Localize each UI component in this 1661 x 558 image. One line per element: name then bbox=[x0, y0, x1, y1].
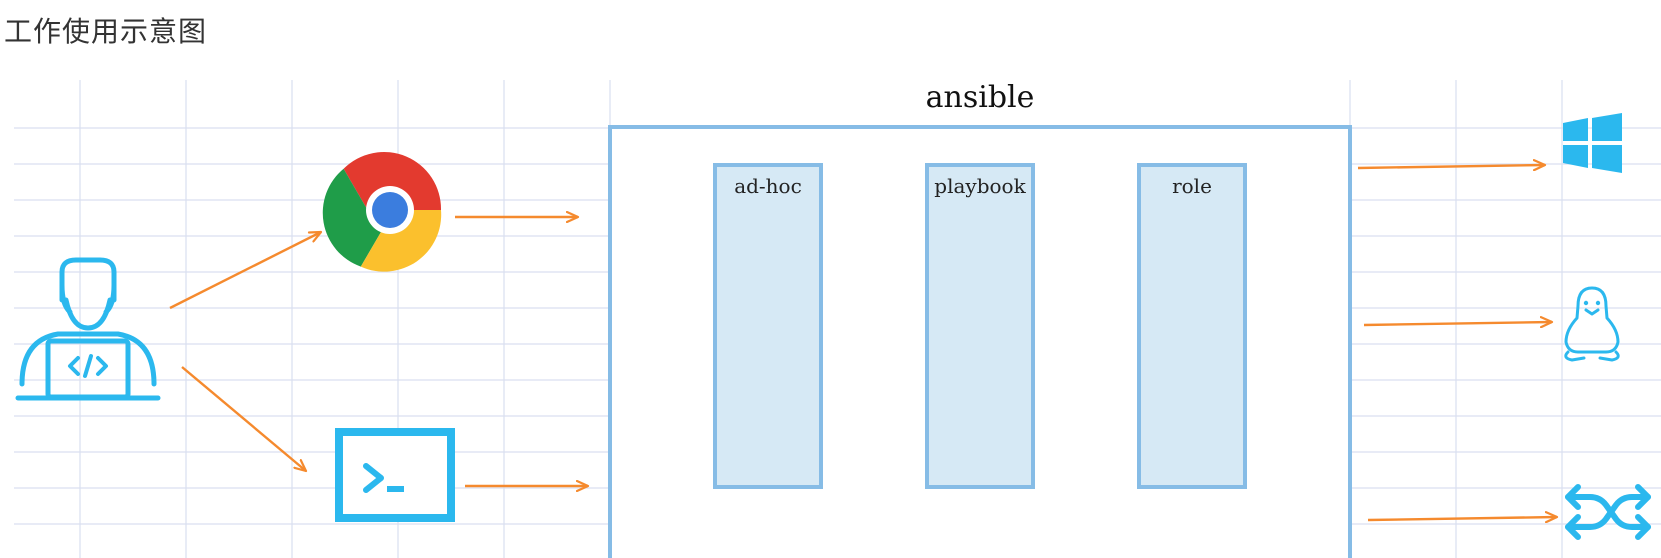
ansible-title: ansible bbox=[926, 80, 1035, 115]
arrow-ansible-to-switch bbox=[1367, 517, 1557, 520]
module-label: role bbox=[1172, 174, 1212, 198]
module-role: role bbox=[1137, 163, 1247, 489]
arrow-ansible-to-windows bbox=[1357, 165, 1545, 168]
module-label: ad-hoc bbox=[734, 174, 802, 198]
module-ad-hoc: ad-hoc bbox=[713, 163, 823, 489]
linux-icon bbox=[1564, 286, 1620, 362]
page-title: 工作使用示意图 bbox=[4, 15, 208, 48]
terminal-icon bbox=[335, 428, 455, 522]
chrome-icon bbox=[322, 152, 442, 272]
arrow-ansible-to-linux bbox=[1363, 322, 1552, 325]
windows-icon bbox=[1563, 113, 1622, 173]
network-switch-icon bbox=[1565, 484, 1651, 540]
arrows bbox=[169, 165, 1557, 520]
arrow-user-to-chrome bbox=[169, 232, 321, 310]
arrow-user-to-terminal bbox=[181, 366, 306, 471]
developer-laptop-icon bbox=[15, 257, 161, 401]
module-playbook: playbook bbox=[925, 163, 1035, 489]
module-label: playbook bbox=[934, 174, 1026, 198]
